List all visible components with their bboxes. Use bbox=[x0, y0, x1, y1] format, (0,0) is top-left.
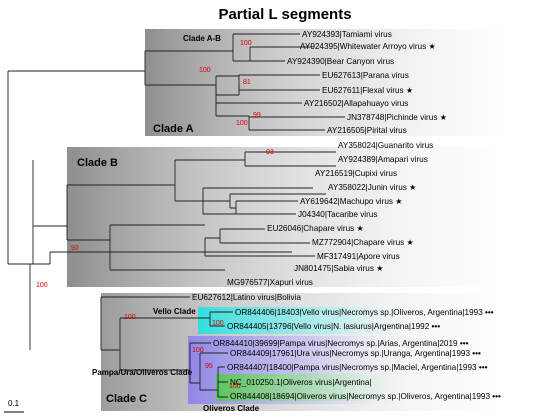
bootstrap-label: 100 bbox=[212, 320, 224, 327]
tip-label: OR844409|17961|Ura virus|Necromys sp.|Ur… bbox=[230, 349, 481, 358]
tip-label: AY358024|Guanarito virus bbox=[338, 141, 433, 150]
bootstrap-label: 81 bbox=[243, 79, 251, 86]
tip-label: EU26046|Chapare virus ★ bbox=[267, 224, 364, 233]
bootstrap-label: 99 bbox=[253, 112, 261, 119]
tip-label: JN801475|Sabia virus ★ bbox=[294, 264, 384, 273]
scale-bar: 0.1 bbox=[4, 399, 24, 413]
tip-label: MG976577|Xapuri virus bbox=[227, 278, 313, 287]
tip-label: AY358022|Junin virus ★ bbox=[328, 183, 417, 192]
bootstrap-label: 95 bbox=[205, 363, 213, 370]
clade-c-label: Clade C bbox=[106, 393, 147, 405]
tip-label: EU627612|Latino virus|Bolivia bbox=[192, 293, 301, 302]
tip-label: AY216505|Pirital virus bbox=[327, 126, 407, 135]
clade-ab-label: Clade A-B bbox=[183, 34, 221, 43]
tip-label: MZ772904|Chapare virus ★ bbox=[312, 238, 414, 247]
ellipsis-icon: ••• bbox=[429, 322, 440, 331]
bootstrap-label: 100 bbox=[229, 383, 241, 390]
vello-clade-label: Vello Clade bbox=[153, 307, 196, 316]
tip-label: AY216519|Cupixi virus bbox=[315, 169, 397, 178]
tip-label: OR844407|18400|Pampa virus|Necromys sp.|… bbox=[227, 363, 488, 372]
tip-label: AY924389|Amapari virus bbox=[338, 155, 428, 164]
tip-label: JN378748|Pichinde virus ★ bbox=[347, 113, 447, 122]
star-icon: ★ bbox=[426, 42, 436, 51]
star-icon: ★ bbox=[404, 86, 414, 95]
bootstrap-label: 100 bbox=[240, 40, 252, 47]
star-icon: ★ bbox=[437, 113, 447, 122]
tip-label: EU627613|Parana virus bbox=[322, 71, 409, 80]
tip-label: NC_010250.1|Oliveros virus|Argentina| bbox=[230, 378, 372, 387]
tip-label: AY924390|Bear Canyon virus bbox=[287, 57, 394, 66]
tip-label: AY216502|Allapahuayo virus bbox=[304, 99, 408, 108]
bootstrap-label: 100 bbox=[199, 67, 211, 74]
bootstrap-label: 92 bbox=[71, 245, 79, 252]
star-icon: ★ bbox=[407, 183, 417, 192]
oliveros-clade-label: Oliveros Clade bbox=[203, 404, 260, 413]
bootstrap-values: 100 100 81 99 100 93 92 100 100 100 95 1… bbox=[36, 40, 274, 390]
tip-labels: AY924393|Tamiami virus AY924395|Whitewat… bbox=[192, 30, 501, 401]
star-icon: ★ bbox=[393, 197, 403, 206]
bootstrap-label: 93 bbox=[266, 149, 274, 156]
clade-b-box bbox=[67, 147, 550, 287]
ellipsis-icon: ••• bbox=[477, 363, 488, 372]
tip-label: J04340|Tacaribe virus bbox=[298, 210, 378, 219]
star-icon: ★ bbox=[374, 264, 384, 273]
star-icon: ★ bbox=[354, 224, 364, 233]
bootstrap-label: 100 bbox=[192, 347, 204, 354]
clade-a-label: Clade A bbox=[153, 123, 194, 135]
tip-label: EU627611|Flexal virus ★ bbox=[322, 86, 413, 95]
ellipsis-icon: ••• bbox=[490, 392, 501, 401]
tip-label: OR844408|18694|Oliveros virus|Necromys s… bbox=[230, 392, 501, 401]
tip-label: MF317491|Apore virus bbox=[317, 252, 400, 261]
tip-label: OR844405|13796|Vello virus|N. lasiurus|A… bbox=[227, 322, 440, 331]
tip-label: OR844406|18403|Vello virus|Necromys sp.|… bbox=[235, 308, 494, 317]
bootstrap-label: 100 bbox=[124, 314, 136, 321]
bootstrap-label: 100 bbox=[236, 120, 248, 127]
chart-title: Partial L segments bbox=[218, 6, 351, 23]
ellipsis-icon: ••• bbox=[458, 339, 469, 348]
clade-b-label: Clade B bbox=[77, 157, 118, 169]
tip-label: OR844410|39699|Pampa virus|Necromys sp.|… bbox=[213, 339, 469, 348]
pampa-clade-label: Pampa/Ura/Oliveros Clade bbox=[92, 368, 193, 377]
clade-a-box bbox=[145, 29, 550, 136]
vello-clade-box bbox=[198, 307, 420, 334]
tip-label: AY924395|Whitewater Arroyo virus ★ bbox=[300, 42, 436, 51]
bootstrap-label: 100 bbox=[36, 282, 48, 289]
oliveros-clade-box bbox=[216, 374, 420, 401]
ellipsis-icon: ••• bbox=[483, 308, 494, 317]
scale-bar-label: 0.1 bbox=[8, 399, 20, 408]
star-icon: ★ bbox=[404, 238, 414, 247]
branches bbox=[7, 33, 345, 398]
tip-label: AY924393|Tamiami virus bbox=[302, 30, 392, 39]
tip-label: AY619642|Machupo virus ★ bbox=[300, 197, 403, 206]
ellipsis-icon: ••• bbox=[470, 349, 481, 358]
